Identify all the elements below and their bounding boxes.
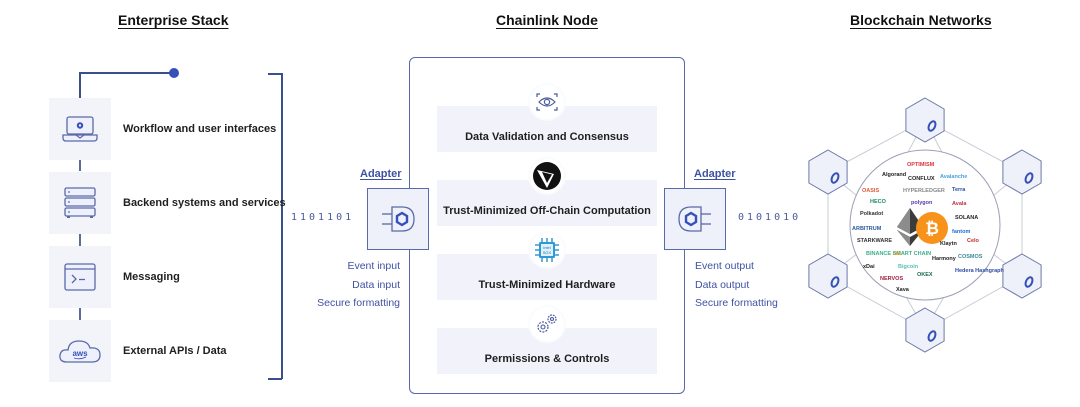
output-features: Event output Data output Secure formatti… — [695, 257, 778, 313]
blockchain-logo: rsk — [893, 251, 902, 257]
input-adapter-label: Adapter — [360, 168, 402, 180]
stack-tile-messaging — [49, 246, 111, 308]
chainlink-logo-icon — [1024, 172, 1034, 184]
svg-text:intel: intel — [543, 245, 550, 250]
chainlink-logo-icon — [830, 276, 840, 288]
chainlink-logo-icon — [1024, 276, 1034, 288]
blockchain-logo: NERVOS — [880, 276, 904, 282]
output-feature-event: Event output — [695, 260, 754, 272]
stack-label-external: External APIs / Data — [123, 345, 227, 357]
chainlink-node-hexagon — [905, 307, 945, 353]
blockchain-networks-title: Blockchain Networks — [850, 12, 992, 28]
feature-label: Trust-Minimized Hardware — [478, 279, 616, 291]
bracket-bottom — [268, 378, 282, 380]
svg-text:aws: aws — [72, 349, 88, 358]
blockchain-logo: COSMOS — [958, 254, 983, 260]
chainlink-node-hexagon — [1002, 149, 1042, 195]
output-adapter-label: Adapter — [694, 168, 736, 180]
connector-dot — [169, 68, 179, 78]
stack-connector — [79, 234, 81, 246]
bitcoin-icon: ₿ — [916, 212, 948, 244]
blockchain-logo: Klaytn — [940, 241, 957, 247]
adapter-plug-icon — [382, 206, 415, 232]
feature-label: Data Validation and Consensus — [465, 131, 629, 143]
blockchain-logo: Avala — [952, 201, 967, 207]
top-connector-drop — [79, 72, 81, 98]
laptop-gear-icon — [62, 116, 98, 142]
blockchain-logo: OKEX — [917, 272, 933, 278]
gears-icon — [530, 307, 564, 341]
chainlink-node-hexagon — [808, 253, 848, 299]
aws-cloud-icon: aws — [59, 340, 101, 363]
stack-tile-external: aws — [49, 320, 111, 382]
blockchain-logo: Xava — [896, 287, 909, 293]
input-features: Event input Data input Secure formatting — [300, 257, 400, 313]
blockchain-logo: Avalanche — [940, 174, 968, 180]
feature-permissions: Permissions & Controls — [437, 328, 657, 374]
bracket-vertical — [281, 73, 283, 379]
stack-connector — [79, 308, 81, 320]
feature-label: Trust-Minimized Off-Chain Computation — [443, 205, 651, 217]
intel-sgx-chip-icon: intel SGX — [530, 233, 564, 267]
blockchain-logo: polygon — [911, 200, 933, 206]
blockchain-logo: Celo — [967, 238, 979, 244]
stack-tile-backend — [49, 172, 111, 234]
input-feature-event: Event input — [347, 260, 400, 272]
blockchain-logo: xDai — [863, 264, 875, 270]
stack-label-backend: Backend systems and services — [123, 197, 286, 209]
chainlink-node-title: Chainlink Node — [496, 12, 598, 28]
stack-label-workflow: Workflow and user interfaces — [123, 123, 277, 135]
blockchain-logo: CONFLUX — [908, 176, 935, 182]
feature-label: Permissions & Controls — [484, 353, 610, 365]
enterprise-stack-title: Enterprise Stack — [118, 12, 229, 28]
blockchain-logo: Polkadot — [860, 211, 884, 217]
output-binary: 0101010 — [738, 212, 802, 223]
blockchain-logo: fantom — [952, 229, 971, 235]
blockchain-logo: STARKWARE — [857, 238, 893, 244]
input-binary: 1101101 — [291, 212, 355, 223]
svg-text:SGX: SGX — [543, 250, 552, 255]
town-crier-icon — [530, 159, 564, 193]
chainlink-logo-icon — [927, 120, 937, 132]
stack-tile-workflow — [49, 98, 111, 160]
blockchain-logo: Algorand — [882, 172, 907, 178]
svg-text:₿: ₿ — [925, 219, 939, 238]
blockchain-logo: ARBITRUM — [852, 226, 882, 232]
server-stack-icon — [64, 187, 96, 218]
bracket-top — [268, 73, 282, 75]
blockchain-logo: Bigcoin — [898, 264, 919, 270]
blockchain-logo: OASIS — [862, 188, 880, 194]
chainlink-node-hexagon — [808, 149, 848, 195]
output-feature-formatting: Secure formatting — [695, 297, 778, 309]
adapter-plug-icon — [678, 206, 711, 232]
blockchain-logo: SOLANA — [955, 215, 979, 221]
blockchain-logo: Harmony — [932, 256, 956, 262]
output-adapter-box — [664, 188, 726, 250]
chainlink-logo-icon — [927, 330, 937, 342]
blockchain-logo: Terra — [952, 187, 966, 193]
blockchain-logo: HYPERLEDGER — [903, 188, 945, 194]
chainlink-logo-icon — [830, 172, 840, 184]
input-adapter-box — [367, 188, 429, 250]
terminal-icon — [64, 263, 96, 291]
chainlink-node-hexagon — [905, 97, 945, 143]
output-feature-data: Data output — [695, 278, 750, 291]
blockchain-logo: OPTIMISM — [907, 162, 935, 168]
stack-connector — [79, 160, 81, 171]
stack-label-messaging: Messaging — [123, 271, 180, 283]
top-connector-line — [79, 72, 174, 74]
blockchain-logo: Hedera Hashgraph — [955, 268, 1004, 274]
input-feature-formatting: Secure formatting — [317, 297, 400, 309]
eye-scan-icon — [530, 85, 564, 119]
input-feature-data: Data input — [352, 278, 400, 291]
chainlink-node-hexagon — [1002, 253, 1042, 299]
blockchain-logo: HECO — [870, 199, 886, 205]
blockchain-logo: BINANCE SMART CHAIN — [866, 251, 932, 257]
